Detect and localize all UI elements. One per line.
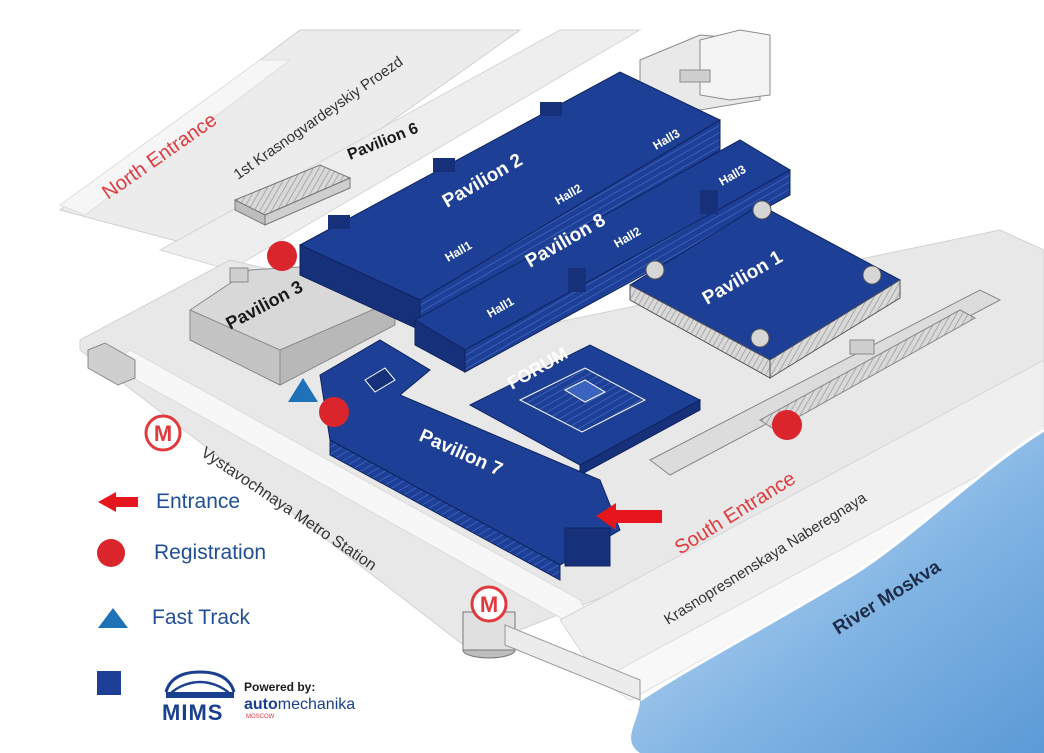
grey-buildings-north [639, 29, 771, 111]
pavilion-7-building [319, 339, 621, 581]
pavilion-6-building [233, 164, 352, 226]
registration-point-north[interactable] [267, 241, 297, 271]
legend-registration: Registration [96, 538, 266, 568]
legend-entrance-label: Entrance [156, 490, 241, 513]
automechanika-city: MOSCOW [246, 714, 275, 720]
river [631, 430, 1044, 753]
south-gate-structures [649, 289, 1002, 476]
left-arrow-icon [98, 492, 138, 512]
legend-fast-track-label: Fast Track [152, 606, 251, 629]
mims-logo-text: MIMS [162, 700, 224, 725]
entrance-arrow-marker[interactable] [596, 503, 662, 530]
legend-fast-track: Fast Track [96, 606, 250, 630]
powered-by-label: Powered by: [244, 680, 316, 694]
registration-point-west[interactable] [319, 397, 349, 427]
mims-car-icon [164, 670, 236, 698]
metro-icon-top: M [144, 414, 182, 452]
fast-track-marker[interactable] [288, 378, 318, 402]
sponsor-logos: MIMS Powered by: automechanika MOSCOW [160, 668, 400, 728]
legend-entrance: Entrance [96, 490, 240, 514]
red-circle-icon [97, 539, 125, 567]
automechanika-rest: mechanika [277, 696, 356, 713]
pavilion-1-building [628, 200, 902, 379]
svg-text:M: M [480, 592, 498, 617]
kiosk-building [87, 342, 136, 386]
legend-registration-label: Registration [154, 541, 267, 564]
legend: Entrance Registration Fast Track [96, 488, 396, 728]
legend-pavilion [96, 670, 122, 696]
svg-text:M: M [154, 421, 172, 446]
metro-icon-bottom: M [462, 585, 641, 701]
automechanika-logo: automechanika [244, 696, 355, 714]
automechanika-bold: auto [244, 696, 278, 713]
blue-square-icon [97, 671, 121, 695]
registration-point-south[interactable] [772, 410, 802, 440]
pavilion-8-building [413, 139, 792, 373]
blue-triangle-icon [98, 608, 128, 628]
